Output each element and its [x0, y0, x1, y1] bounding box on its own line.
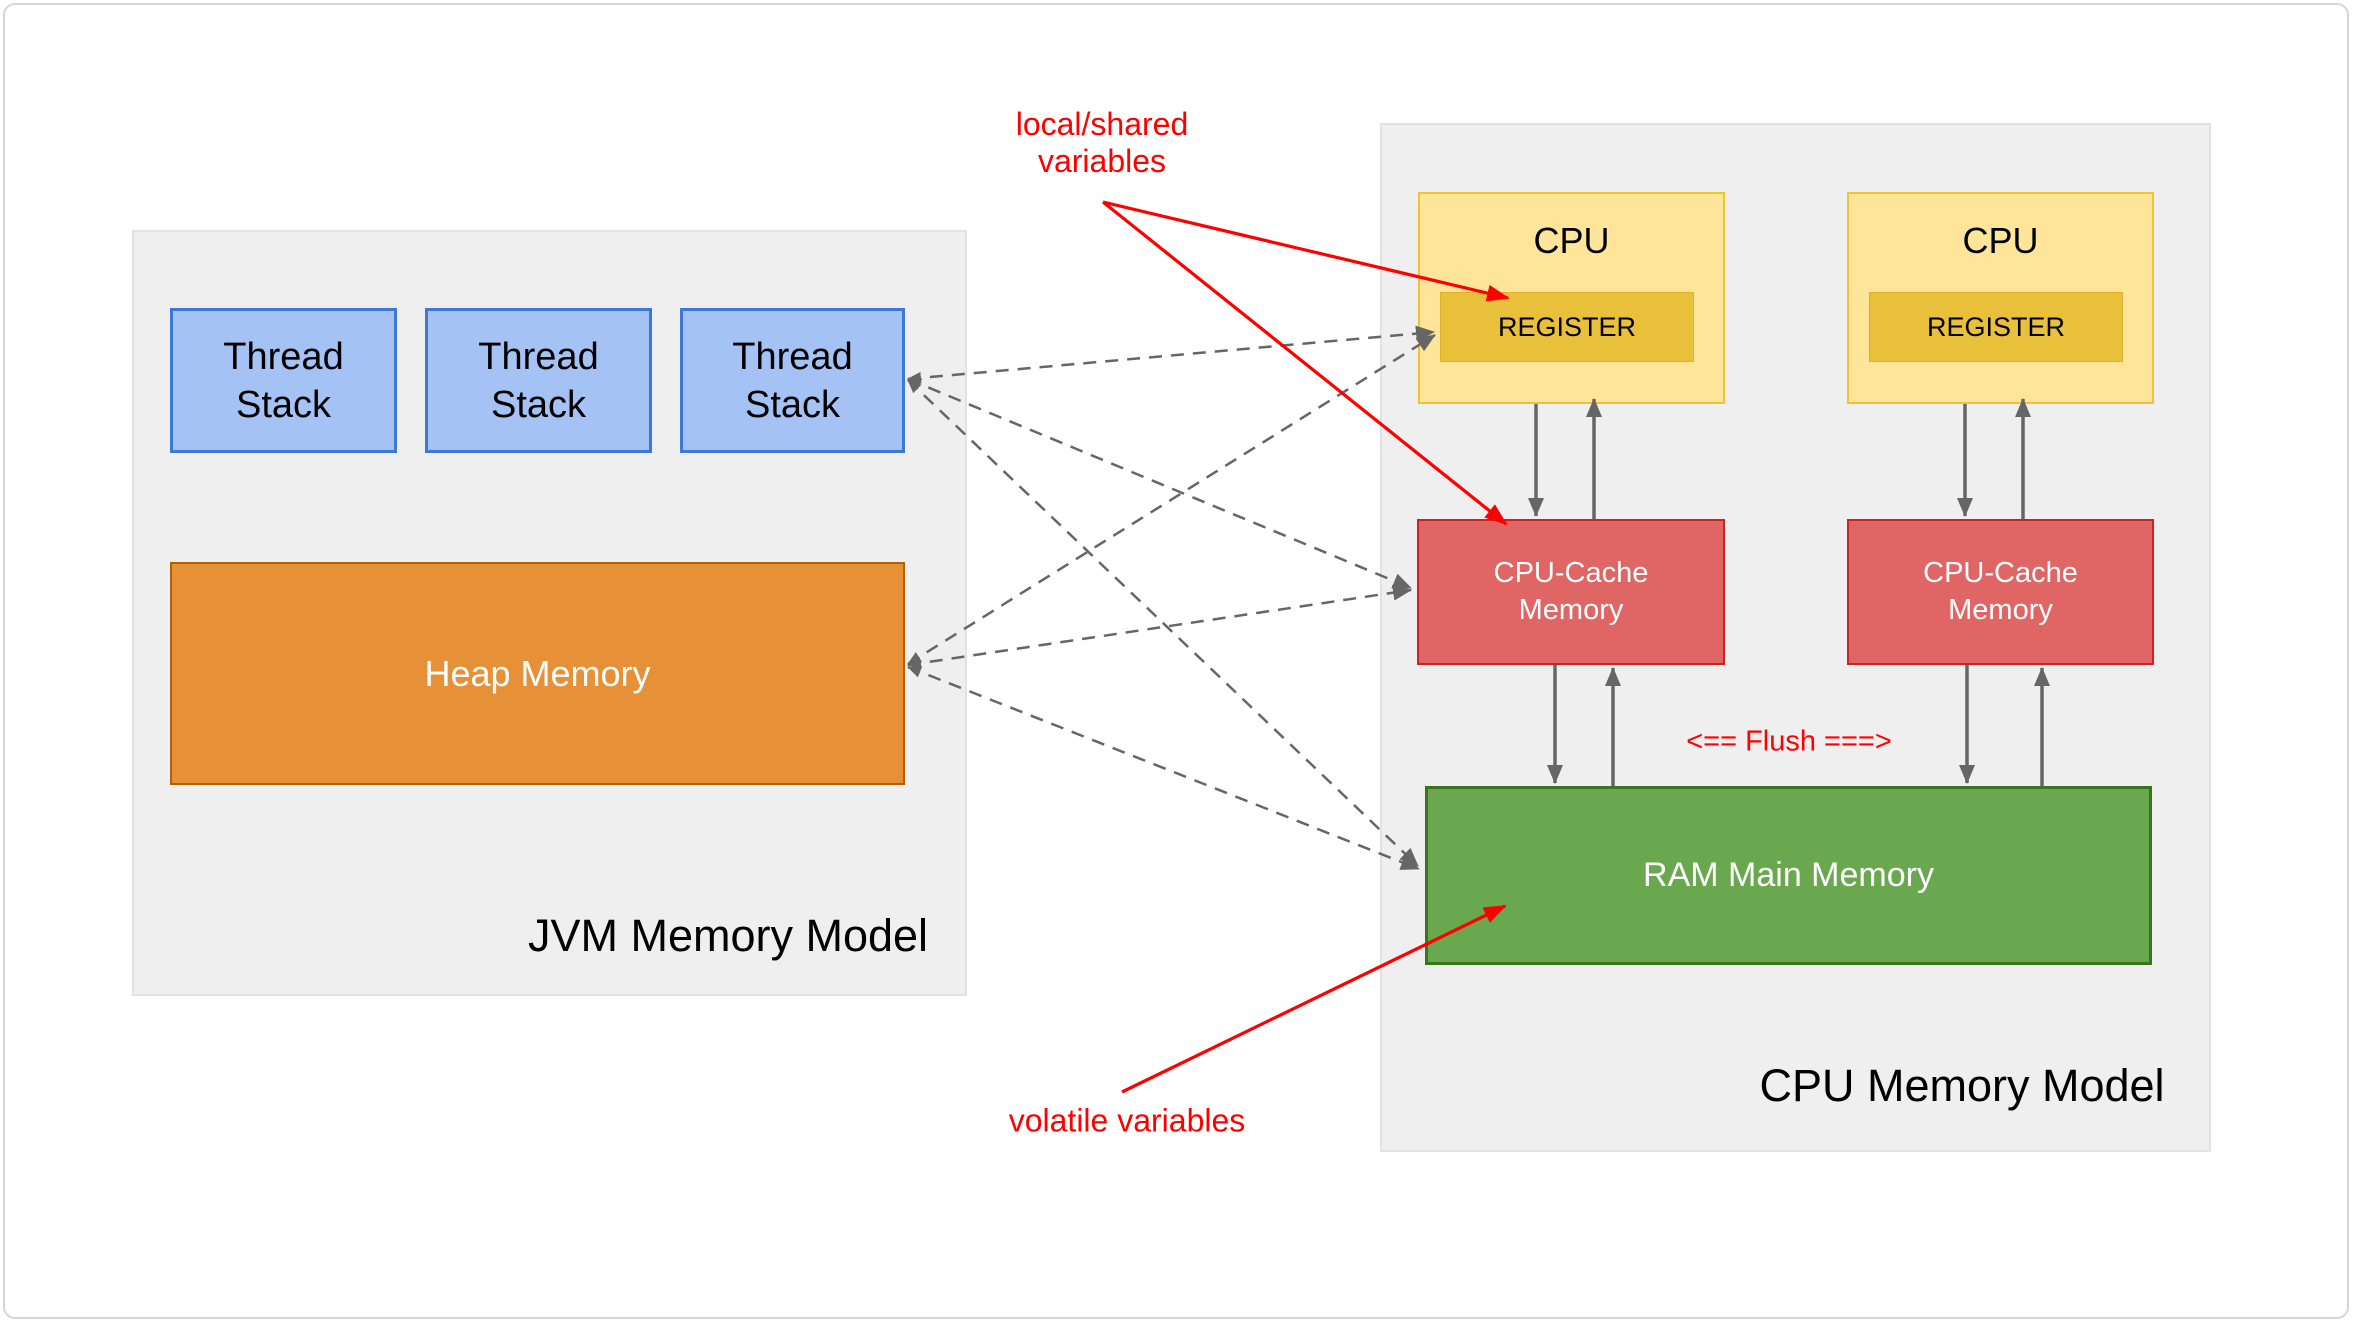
register-box-1: REGISTER	[1440, 292, 1694, 362]
heap-memory-label: Heap Memory	[424, 652, 651, 694]
dashed-arrow-threadstack3-cache1	[907, 377, 1412, 590]
register-box-2: REGISTER	[1869, 292, 2123, 362]
heap-memory-box: Heap Memory	[170, 562, 905, 785]
register-label: REGISTER	[1926, 311, 2066, 342]
ram-main-memory-box: RAM Main Memory	[1425, 786, 2152, 965]
register-label: REGISTER	[1497, 311, 1637, 342]
jvm-panel-title: JVM Memory Model	[527, 910, 929, 961]
cpu-label: CPU	[1533, 220, 1610, 261]
cpu-panel-title: CPU Memory Model	[1759, 1060, 2165, 1111]
dashed-arrow-threadstack3-register1	[907, 325, 1435, 384]
dashed-arrow-heap-register1	[907, 333, 1436, 666]
volatile-variables-note: volatile variables	[1008, 1102, 1246, 1139]
ram-main-memory-label: RAM Main Memory	[1643, 856, 1934, 894]
dashed-arrow-heap-ram	[907, 665, 1420, 871]
cpu-label: CPU	[1962, 220, 2039, 261]
dashed-arrow-heap-cache1	[907, 584, 1412, 670]
dashed-arrow-threadstack3-ram	[907, 379, 1419, 867]
flush-annotation: <== Flush ===>	[1686, 725, 1892, 758]
